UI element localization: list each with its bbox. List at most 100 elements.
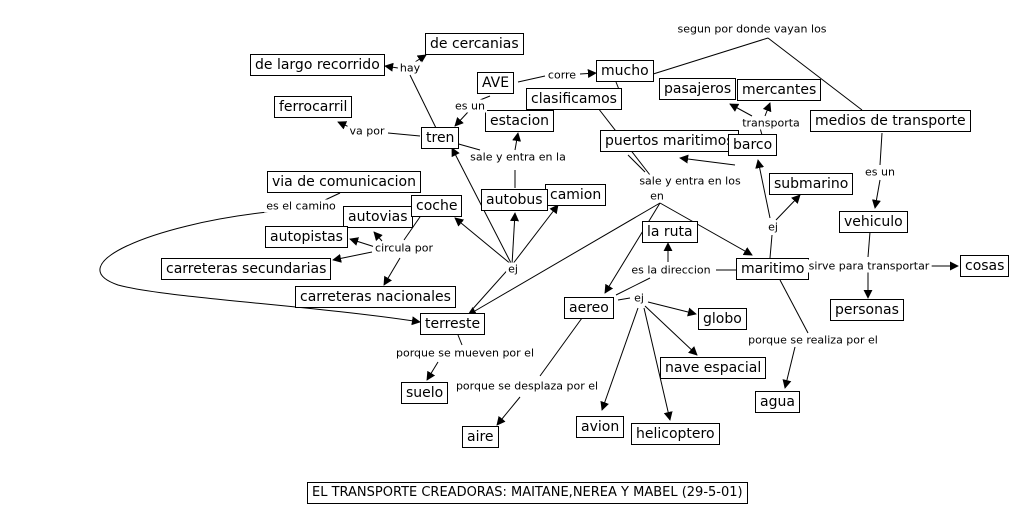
- concept-barco: barco: [728, 134, 778, 156]
- link-es-un: es un: [453, 99, 487, 113]
- link-hay: hay: [397, 61, 423, 75]
- concept-carreteras-secundarias: carreteras secundarias: [161, 258, 332, 280]
- wire: [762, 102, 772, 117]
- concept-autobus: autobus: [481, 189, 548, 211]
- concept-avion: avion: [576, 416, 625, 438]
- wire: [679, 154, 736, 166]
- wire: [775, 194, 801, 221]
- wire: [779, 279, 809, 334]
- link-porque-se-desplaza: porque se desplaza por el: [453, 379, 601, 393]
- link-ej-maritimo: ej: [766, 220, 780, 234]
- wire: [409, 74, 437, 129]
- concept-pasajeros: pasajeros: [659, 78, 737, 100]
- wire: [512, 132, 522, 151]
- wire: [99, 211, 421, 326]
- wire: [659, 202, 753, 256]
- concept-la-ruta: la ruta: [642, 221, 698, 243]
- concept-aire: aire: [462, 426, 499, 448]
- concept-submarino: submarino: [769, 173, 854, 195]
- wire: [604, 202, 661, 294]
- diagram-title: EL TRANSPORTE CREADORAS: MAITANE,NEREA Y…: [307, 482, 748, 504]
- wire: [457, 334, 463, 346]
- concept-tren: tren: [421, 127, 460, 149]
- wire: [644, 305, 698, 356]
- concept-estacion: estacion: [485, 110, 555, 132]
- link-porque-se-realiza: porque se realiza por el: [746, 333, 880, 347]
- wire: [373, 231, 383, 242]
- link-en: en: [648, 189, 666, 203]
- wire: [867, 231, 871, 258]
- concept-mercantes: mercantes: [737, 79, 822, 101]
- link-sirve-para-transportar: sirve para transportar: [806, 259, 932, 273]
- concept-mucho: mucho: [596, 60, 654, 82]
- wire: [496, 396, 521, 426]
- concept-camion: camion: [545, 184, 607, 206]
- wire: [579, 69, 597, 78]
- link-es-la-direccion: es la direccion: [629, 263, 713, 277]
- concept-carreteras-nacionales: carreteras nacionales: [295, 286, 456, 308]
- concept-autovias: autovias: [343, 206, 413, 228]
- concept-nave-espacial: nave espacial: [660, 357, 767, 379]
- wire: [384, 62, 399, 72]
- concept-coche: coche: [411, 195, 463, 217]
- wire: [871, 179, 881, 209]
- wire: [403, 213, 423, 241]
- concept-suelo: suelo: [401, 382, 449, 404]
- wire: [511, 204, 559, 266]
- concept-agua: agua: [755, 391, 800, 413]
- wire: [649, 37, 769, 76]
- wire: [426, 361, 439, 381]
- link-porque-se-mueven: porque se mueven por el: [393, 346, 537, 360]
- wire: [383, 257, 401, 286]
- wire: [414, 54, 427, 64]
- wire: [627, 154, 646, 173]
- concept-terreste: terreste: [420, 313, 486, 335]
- concept-medios-de-transporte: medios de transporte: [810, 110, 971, 132]
- concept-de-cercanias: de cercanias: [425, 33, 524, 55]
- wire: [454, 217, 513, 266]
- wire: [324, 192, 341, 201]
- wire: [387, 132, 421, 137]
- wire: [643, 307, 673, 421]
- link-circula-por: circula por: [373, 241, 435, 255]
- wire: [769, 234, 773, 259]
- link-transporta: transporta: [740, 116, 802, 130]
- wire: [729, 103, 753, 117]
- wire: [332, 251, 373, 263]
- wire: [510, 212, 520, 266]
- concept-maritimo: maritimo: [736, 258, 810, 280]
- link-sale-y-entra-en-los: sale y entra en los: [637, 174, 743, 188]
- concept-autopistas: autopistas: [265, 226, 348, 248]
- concept-ferrocarril: ferrocarril: [274, 96, 353, 118]
- link-va-por: va por: [347, 124, 387, 138]
- link-es-un-vehiculo: es un: [863, 165, 897, 179]
- concept-via-de-comunicacion: via de comunicacion: [267, 171, 421, 193]
- wire: [767, 37, 863, 111]
- link-corre: corre: [545, 68, 579, 82]
- wire: [647, 301, 697, 317]
- link-sale-y-entra-en-la: sale y entra en la: [468, 150, 568, 164]
- concept-vehiculo: vehiculo: [839, 211, 908, 233]
- concept-aereo: aereo: [564, 297, 614, 319]
- wire: [617, 297, 631, 301]
- concept-globo: globo: [698, 308, 747, 330]
- concept-puertos-maritimos: puertos maritimos: [600, 130, 739, 152]
- link-es-el-camino: es el camino: [264, 199, 338, 213]
- wire: [469, 264, 513, 313]
- wire: [349, 237, 376, 248]
- wire: [517, 75, 546, 83]
- wire: [879, 132, 883, 166]
- wire: [615, 277, 651, 296]
- wire: [479, 95, 491, 101]
- wire: [467, 202, 661, 316]
- concept-helicoptero: helicoptero: [631, 423, 720, 445]
- link-ej-aereo: ej: [632, 291, 646, 305]
- wire: [454, 111, 469, 127]
- wire: [782, 346, 796, 389]
- concept-personas: personas: [830, 299, 904, 321]
- concept-de-largo-recorrido: de largo recorrido: [250, 54, 385, 76]
- concept-ave: AVE: [477, 72, 515, 94]
- wire: [755, 159, 771, 219]
